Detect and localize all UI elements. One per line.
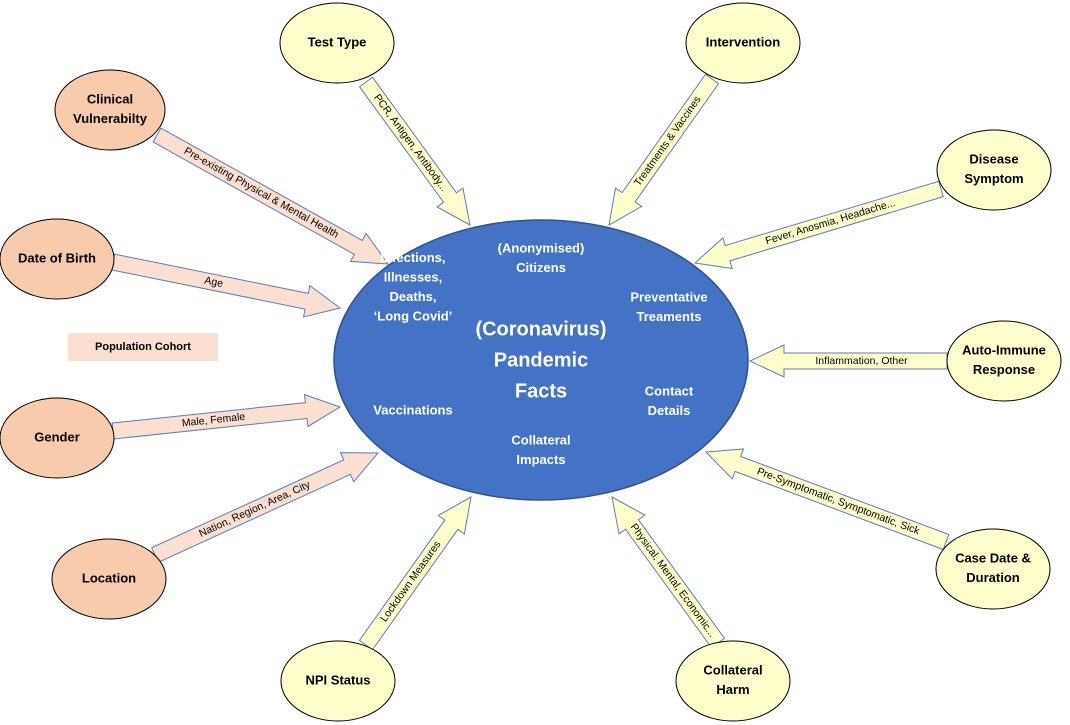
location-arrow-shape (151, 452, 380, 563)
clinical-vulnerability-arrow-shape (152, 127, 390, 265)
intervention-arrow: Treatments & Vaccines (608, 73, 720, 226)
node-clinical-vulnerability-shape (54, 69, 166, 151)
node-test-type-label: Test Type (308, 34, 367, 49)
disease-symptom-arrow-label: Fever, Anosmia, Headache... (764, 197, 897, 247)
date-of-birth-arrow-label: Age (203, 274, 224, 290)
node-location-label: Location (82, 570, 136, 585)
npi-status-arrow-shape (358, 496, 472, 651)
test-type-arrow-label: PCR, Antigen, Antibody... (371, 92, 450, 194)
node-npi-status: NPI Status (280, 640, 396, 722)
test-type-arrow: PCR, Antigen, Antibody... (358, 76, 471, 226)
case-date-duration-arrow-label: Pre-Symptomatic, Symptomatic, Sick (755, 465, 922, 537)
node-case-date-duration-label: Case Date &Duration (955, 551, 1031, 586)
node-intervention-shape (685, 2, 801, 84)
node-npi-status-label: NPI Status (305, 672, 370, 687)
center-ellipse (333, 219, 749, 501)
gender-arrow: Male, Female (111, 393, 342, 440)
node-test-type: Test Type (279, 2, 395, 84)
disease-symptom-arrow: Fever, Anosmia, Headache... (693, 180, 944, 270)
node-location: Location (51, 538, 167, 620)
auto-immune-response-arrow-shape (748, 344, 948, 378)
collateral-harm-arrow-shape (611, 496, 726, 649)
node-collateral-harm-shape (675, 640, 791, 722)
test-type-arrow-shape (358, 76, 471, 226)
case-date-duration-arrow: Pre-Symptomatic, Symptomatic, Sick (704, 448, 950, 551)
population-cohort-legend: Population Cohort (68, 333, 218, 361)
npi-status-arrow-label: Lockdown Measures (378, 539, 444, 624)
case-date-duration-arrow-shape (704, 448, 950, 551)
node-gender-label: Gender (34, 429, 80, 444)
collateral-harm-arrow: Physical, Mental, Economic... (611, 496, 726, 649)
auto-immune-response-arrow: Inflammation, Other (748, 344, 948, 378)
node-disease-symptom-shape (936, 129, 1052, 211)
node-date-of-birth-shape (0, 218, 115, 300)
node-auto-immune-response-shape (946, 320, 1062, 402)
npi-status-arrow: Lockdown Measures (358, 496, 472, 651)
node-npi-status-shape (280, 640, 396, 722)
node-test-type-shape (279, 2, 395, 84)
node-location-shape (51, 538, 167, 620)
center-item-vaccinations: Vaccinations (373, 402, 452, 417)
node-intervention-label: Intervention (706, 34, 780, 49)
node-date-of-birth: Date of Birth (0, 218, 115, 300)
node-case-date-duration-shape (935, 528, 1051, 610)
node-gender: Gender (0, 397, 115, 479)
collateral-harm-arrow-label: Physical, Mental, Economic... (628, 521, 718, 639)
clinical-vulnerability-arrow: Pre-existing Physical & Mental Health (152, 127, 390, 265)
intervention-arrow-label: Treatments & Vaccines (632, 94, 704, 189)
location-arrow-label: Nation, Region, Area, City (197, 478, 313, 539)
center-item-citizens: (Anonymised)Citizens (498, 241, 585, 276)
node-gender-shape (0, 397, 115, 479)
auto-immune-response-arrow-label: Inflammation, Other (815, 355, 908, 367)
node-intervention: Intervention (685, 2, 801, 84)
location-arrow: Nation, Region, Area, City (151, 452, 380, 563)
intervention-arrow-shape (608, 73, 720, 226)
gender-arrow-shape (111, 393, 342, 440)
disease-symptom-arrow-shape (693, 180, 944, 270)
date-of-birth-arrow: Age (110, 253, 342, 318)
date-of-birth-arrow-shape (110, 253, 342, 318)
node-date-of-birth-label: Date of Birth (18, 250, 96, 265)
clinical-vulnerability-arrow-label: Pre-existing Physical & Mental Health (182, 145, 341, 241)
node-case-date-duration: Case Date &Duration (935, 528, 1051, 610)
center-item-infections: Infections,Illnesses,Deaths,‘Long Covid’ (374, 250, 453, 324)
